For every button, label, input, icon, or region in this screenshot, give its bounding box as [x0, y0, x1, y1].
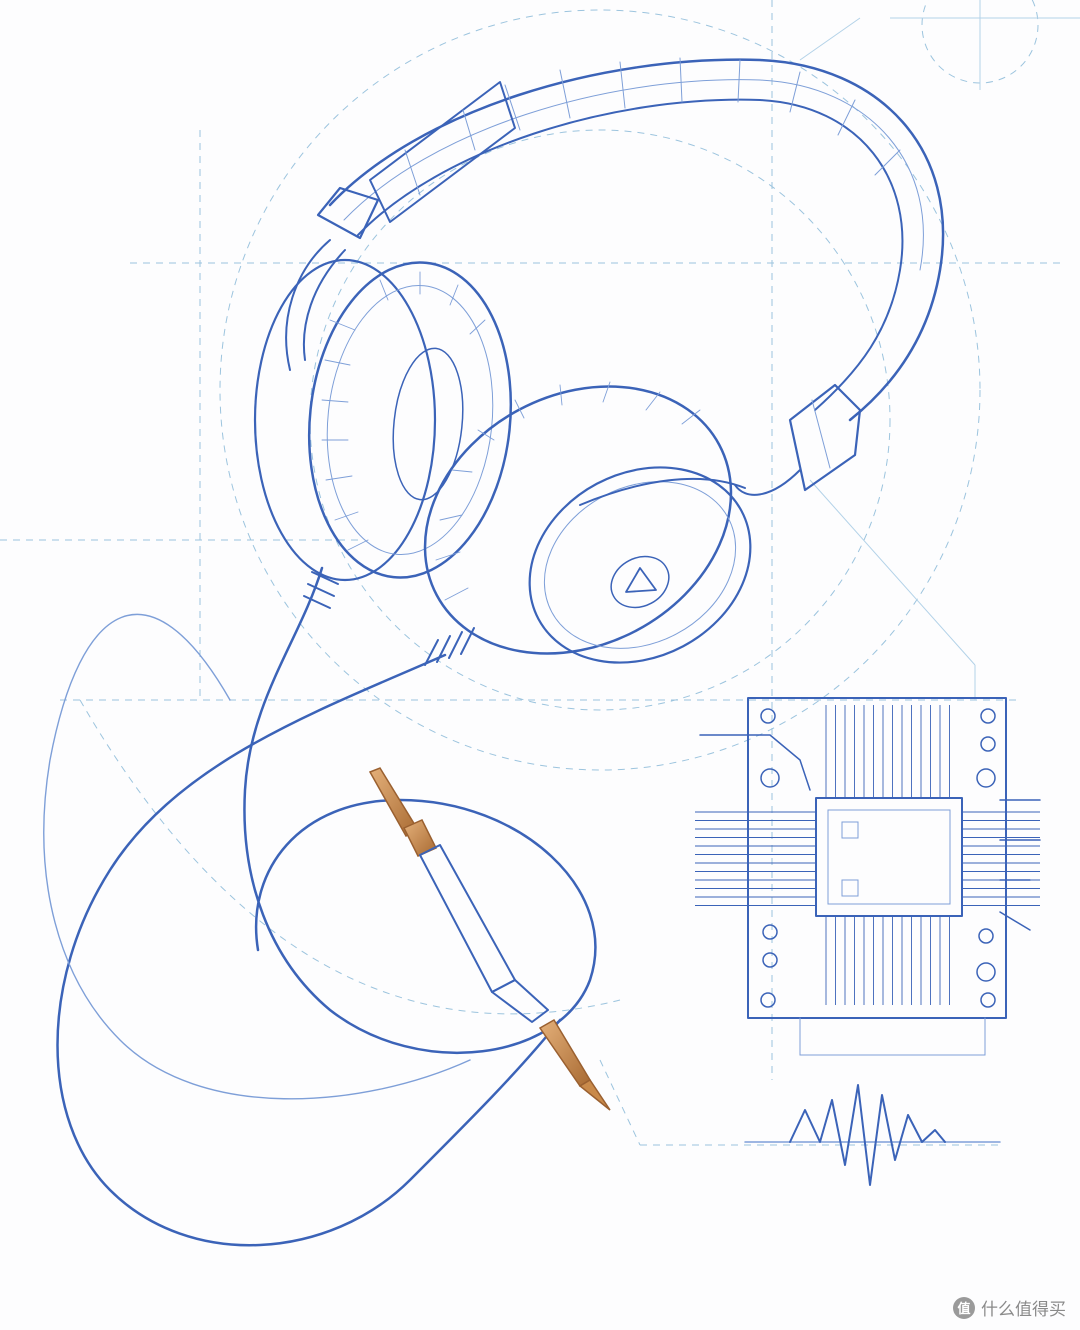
chip-pins-horizontal [695, 811, 1040, 906]
zhi-logo-icon: 值 [953, 1296, 975, 1319]
audio-plug [368, 767, 611, 1111]
left-ear-cup [253, 258, 513, 582]
headphone-cable [43, 566, 597, 1247]
waveform [744, 1084, 1001, 1186]
chip-pins-vertical [825, 705, 950, 1005]
site-watermark: 值 什么值得买 [953, 1295, 1066, 1320]
right-ear-cup [423, 381, 752, 664]
construction-guides [0, 0, 1080, 1146]
circuit-board [695, 697, 1041, 1056]
headband [285, 57, 945, 496]
watermark-text: 什么值得买 [981, 1300, 1066, 1320]
